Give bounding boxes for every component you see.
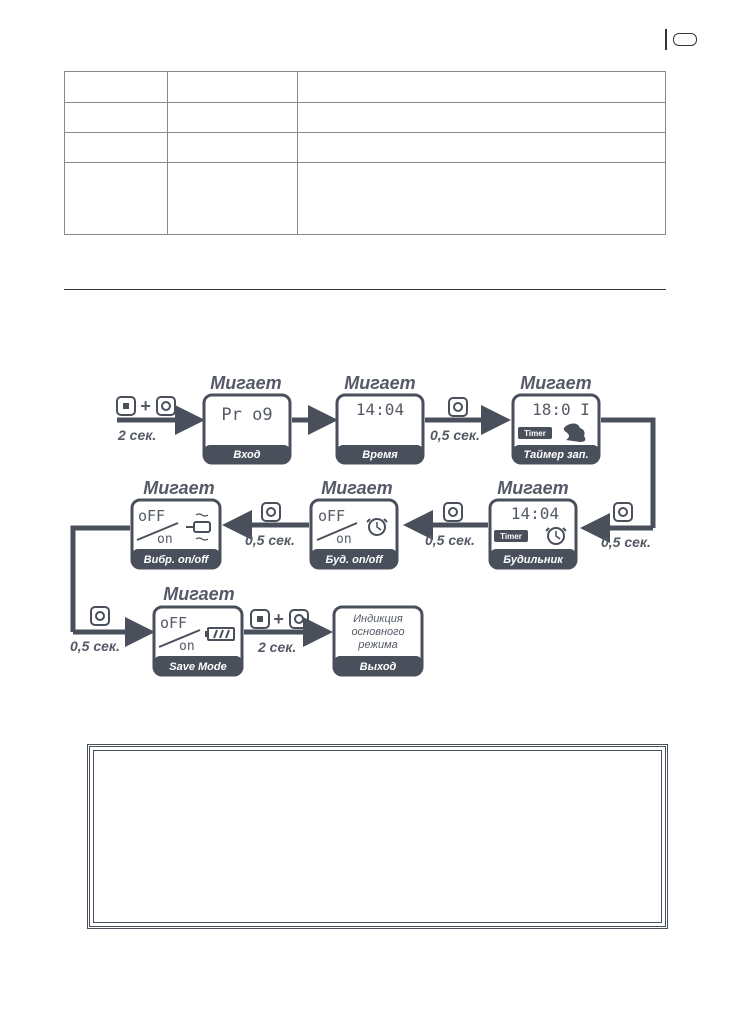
table-cell (64, 102, 168, 133)
box-label-exit: Выход (360, 661, 397, 673)
note-frame-inner (93, 750, 662, 923)
mode-button-icon (116, 396, 136, 416)
plus-sign-exit: + (273, 609, 284, 629)
table-cell (167, 102, 298, 133)
table-cell (64, 162, 168, 235)
mode-button-icon (250, 609, 270, 629)
table-cell (167, 162, 298, 235)
exit-text-line3: режима (357, 639, 397, 651)
segment-text-alarm: 14:04 (511, 504, 559, 523)
box-label-vibro: Вибр. on/off (144, 554, 210, 566)
box-label-time: Время (362, 449, 398, 461)
table-cell (297, 132, 666, 163)
set-button-icon (156, 396, 176, 416)
hold-label-exit: 2 сек. (257, 639, 296, 655)
settings-flow-diagram: .lbl{font-family:"Liberation Sans",sans-… (70, 373, 656, 677)
note-frame (87, 744, 668, 929)
set-button-icon (443, 502, 463, 522)
timer-badge-bg (494, 530, 528, 542)
header-bar (665, 29, 667, 50)
set-button-icon (261, 502, 281, 522)
set-button-icon (289, 609, 309, 629)
table-cell (64, 71, 168, 103)
alarm-clock-icon (545, 527, 567, 545)
blink-label-alarm-onoff: Мигает (321, 478, 392, 498)
timer-badge: Timer (524, 429, 546, 438)
steam-icon (563, 423, 586, 442)
table-cell (297, 102, 666, 133)
table-cell (167, 71, 298, 103)
table-row (64, 71, 666, 103)
segment-text-on: on (336, 532, 352, 547)
table-cell (297, 71, 666, 103)
page-tab-icon (673, 33, 697, 46)
display-box-save: oFF on Save Mode (152, 605, 244, 677)
segment-text-off: oFF (318, 507, 345, 525)
box-label-alarm: Будильник (503, 554, 564, 566)
blink-label-timer: Мигает (520, 373, 591, 393)
box-label-timer: Таймер зап. (523, 449, 588, 461)
segment-text-time: 14:04 (356, 400, 404, 419)
section-rule (64, 289, 666, 290)
segment-text-on-save: on (179, 639, 195, 654)
table-row (64, 162, 666, 235)
alarm-clock-icon (366, 518, 388, 536)
hold-label-alarm-onoff: 0,5 сек. (425, 532, 475, 548)
box-label-save: Save Mode (169, 661, 226, 673)
vibration-icon (186, 513, 211, 541)
display-box-entry: Pr o9 Вход (202, 393, 292, 465)
table-cell (167, 132, 298, 163)
box-label-alarm-onoff: Буд. on/off (325, 554, 383, 566)
blink-label-save: Мигает (163, 584, 234, 604)
hold-label-alarm: 0,5 сек. (601, 534, 651, 550)
connector-right (601, 417, 656, 528)
set-button-icon (613, 502, 633, 522)
segment-text-on-vibro: on (157, 532, 173, 547)
timer-badge-alarm: Timer (500, 532, 522, 541)
box-label-entry: Вход (233, 449, 260, 461)
segment-text-timer: 18:0 I (532, 400, 590, 419)
table-cell (297, 162, 666, 235)
plus-sign: + (140, 396, 151, 416)
display-box-exit: Индикция основного режима Выход (332, 605, 424, 677)
segment-text-off-vibro: oFF (138, 507, 165, 525)
display-box-time: 14:04 Время (335, 393, 425, 465)
display-box-alarm: 14:04 Timer Будильник (488, 498, 578, 570)
table-row (64, 102, 666, 133)
segment-text-off-save: oFF (160, 614, 187, 632)
timer-badge-bg (518, 427, 552, 439)
blink-label-vibro: Мигает (143, 478, 214, 498)
spec-table (64, 71, 666, 235)
set-button-icon (448, 397, 468, 417)
hold-label-save: 0,5 сек. (70, 638, 120, 654)
display-box-timer: 18:0 I Timer Таймер зап. (511, 393, 601, 465)
blink-label-time: Мигает (344, 373, 415, 393)
hold-label-vibro: 0,5 сек. (245, 532, 295, 548)
display-box-alarm-onoff: oFF on Буд. on/off (309, 498, 399, 570)
table-cell (64, 132, 168, 163)
hold-label-time: 0,5 сек. (430, 427, 480, 443)
table-row (64, 132, 666, 163)
blink-label-entry: Мигает (210, 373, 281, 393)
set-button-icon (90, 606, 110, 626)
exit-text-line1: Индикция (353, 613, 403, 625)
display-box-vibro: oFF on Вибр. on/off (130, 498, 222, 570)
battery-icon (205, 627, 235, 641)
segment-text-prog: Pr o9 (221, 405, 272, 425)
connector-left (70, 525, 130, 632)
exit-text-line2: основного (351, 626, 404, 638)
hold-label-entry: 2 сек. (117, 427, 156, 443)
blink-label-alarm: Мигает (497, 478, 568, 498)
